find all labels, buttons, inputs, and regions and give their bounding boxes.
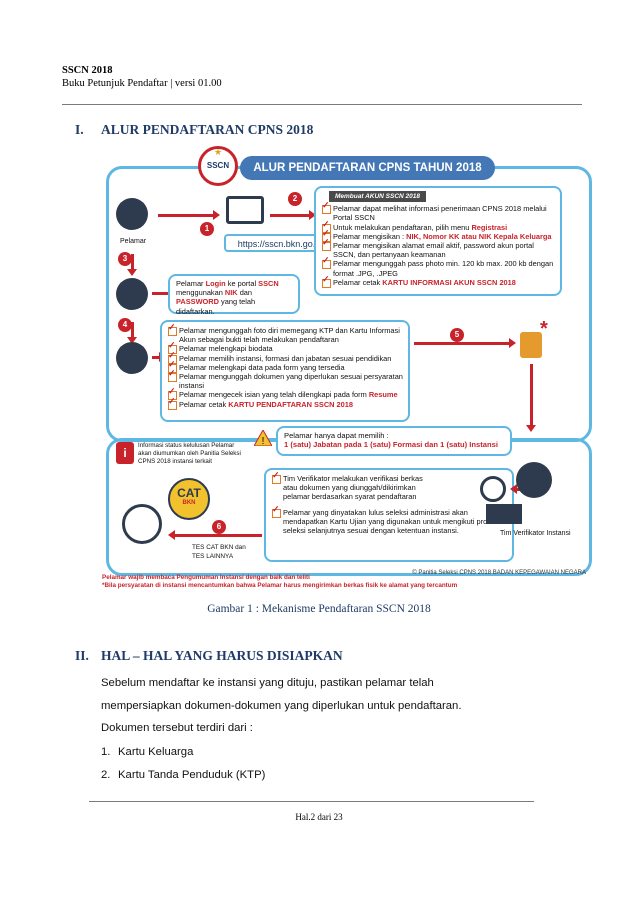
diagram-notes: Pelamar wajib membaca Pengumuman Instans… (102, 574, 457, 590)
data-step-1: Pelamar mengunggah foto diri memegang KT… (167, 323, 403, 344)
sscn-url: https://sscn.bkn.go.id (224, 234, 336, 252)
data-step-6: Pelamar mengecek isian yang telah dileng… (167, 387, 403, 401)
verifier-label: Tim Verifikator Instansi (500, 530, 571, 537)
document-list: 1.Kartu Keluarga 2.Kartu Tanda Penduduk … (101, 741, 265, 786)
verification-step-2: Pelamar yang dinyatakan lulus seleksi ad… (271, 505, 513, 536)
section-2-heading: II. HAL – HAL YANG HARUS DISIAPKAN (75, 648, 343, 664)
arrow-1 (158, 210, 220, 220)
verifier-icon (516, 462, 552, 498)
page-number: Hal.2 dari 23 (295, 812, 343, 822)
warning-box: Pelamar hanya dapat memilih : 1 (satu) J… (276, 426, 512, 456)
complete-data-box: Pelamar mengunggah foto diri memegang KT… (160, 320, 410, 422)
header-subtitle: Buku Petunjuk Pendaftar | versi 01.00 (62, 78, 222, 89)
data-step-5: Pelamar mengunggah dokumen yang diperluk… (167, 369, 403, 390)
warning-icon: ! (253, 428, 273, 447)
sscn-logo: ★ SSCN (198, 146, 238, 186)
account-step-1: Pelamar dapat melihat informasi penerima… (321, 201, 555, 222)
paragraph-line: Sebelum mendaftar ke instansi yang dituj… (101, 677, 434, 689)
account-step-6: Pelamar cetak KARTU INFORMASI AKUN SSCN … (321, 275, 555, 289)
test-label: TES CAT BKN dan TES LAINNYA (192, 544, 246, 560)
login-box: Pelamar Login ke portal SSCN menggunakan… (168, 274, 300, 316)
star-icon: ★ (213, 147, 223, 157)
step-badge-6: 6 (212, 520, 226, 534)
account-step-5: Pelamar mengunggah pass photo min. 120 k… (321, 256, 555, 278)
verification-box: Tim Verifikator melakukan verifikasi ber… (264, 468, 514, 562)
note-1: Pelamar wajib membaca Pengumuman Instans… (102, 574, 310, 581)
section-1-heading: I. ALUR PENDAFTARAN CPNS 2018 (75, 122, 313, 138)
note-2: *Bila persyaratan di instansi mencantumk… (102, 582, 458, 589)
logo-text: SSCN (206, 161, 230, 170)
warning-line-1: Pelamar hanya dapat memilih : (284, 431, 389, 440)
header-title: SSCN 2018 (62, 65, 113, 76)
create-account-box: Membuat AKUN SSCN 2018 Pelamar dapat mel… (314, 186, 562, 296)
pelamar-label: Pelamar (120, 238, 147, 245)
create-account-header: Membuat AKUN SSCN 2018 (329, 191, 427, 203)
form-icon (116, 342, 148, 374)
arrow-5b (526, 364, 536, 432)
computer-icon (226, 196, 264, 224)
account-step-3: Pelamar mengisikan : NIK, Nomor KK atau … (321, 229, 555, 243)
step-badge-5: 5 (450, 328, 464, 342)
section-1-title: ALUR PENDAFTARAN CPNS 2018 (101, 122, 314, 137)
section-2-number: II. (75, 648, 89, 663)
lock-icon (116, 278, 148, 310)
section-1-number: I. (75, 122, 84, 137)
data-step-4: Pelamar melengkapi data pada form yang t… (167, 360, 403, 374)
arrow-6 (168, 530, 262, 540)
list-item: 2.Kartu Tanda Penduduk (KTP) (101, 768, 266, 781)
header-divider (62, 104, 582, 105)
footer-divider (89, 801, 534, 802)
registration-flow-diagram: ★ SSCN ALUR PENDAFTARAN CPNS TAHUN 2018 … (102, 142, 592, 594)
paragraph-line: mempersiapkan dokumen-dokumen yang diper… (101, 699, 462, 712)
diagram-copyright: © Panitia Seleksi CPNS 2018 BADAN KEPEGA… (412, 570, 586, 576)
computer-user-icon (122, 504, 162, 544)
asterisk-icon: * (540, 318, 548, 340)
figure-caption: Gambar 1 : Mekanisme Pendaftaran SSCN 20… (207, 603, 431, 615)
documents-icon (486, 504, 522, 524)
page-header: SSCN 2018 Buku Petunjuk Pendaftar | vers… (62, 64, 222, 90)
svg-text:!: ! (262, 436, 265, 446)
diagram-banner: ALUR PENDAFTARAN CPNS TAHUN 2018 (240, 156, 495, 180)
arrow-4 (127, 322, 137, 344)
magnifier-icon (480, 476, 506, 502)
intro-paragraph: Sebelum mendaftar ke instansi yang dituj… (101, 672, 581, 740)
warning-line-2: 1 (satu) Jabatan pada 1 (satu) Formasi d… (284, 440, 498, 450)
step-badge-1: 1 (200, 222, 214, 236)
info-icon: i (116, 442, 134, 464)
cat-bkn-logo: CAT BKN (168, 478, 210, 520)
envelope-icon (520, 332, 542, 358)
verification-step-1: Tim Verifikator melakukan verifikasi ber… (271, 471, 433, 502)
step-badge-4: 4 (118, 318, 132, 332)
step-badge-2: 2 (288, 192, 302, 206)
section-2-title: HAL – HAL YANG HARUS DISIAPKAN (101, 648, 343, 663)
account-step-2: Untuk melakukan pendaftaran, pilih menu … (321, 220, 555, 233)
step-badge-3: 3 (118, 252, 132, 266)
data-step-3: Pelamar memilih instansi, formasi dan ja… (167, 351, 403, 364)
account-step-4: Pelamar mengisikan alamat email aktif, p… (321, 238, 555, 259)
paragraph-line: Dokumen tersebut terdiri dari : (101, 722, 253, 734)
info-text: Informasi status kelulusan Pelamar akan … (138, 442, 241, 465)
arrow-3 (127, 254, 137, 276)
list-item: 1.Kartu Keluarga (101, 746, 194, 758)
user-icon (116, 198, 148, 230)
arrow-2 (270, 210, 316, 220)
data-step-2: Pelamar melengkapi biodata (167, 341, 403, 355)
arrow-5 (414, 338, 516, 348)
arrow-4b (152, 352, 166, 362)
data-step-7: Pelamar cetak KARTU PENDAFTARAN SSCN 201… (167, 397, 403, 410)
